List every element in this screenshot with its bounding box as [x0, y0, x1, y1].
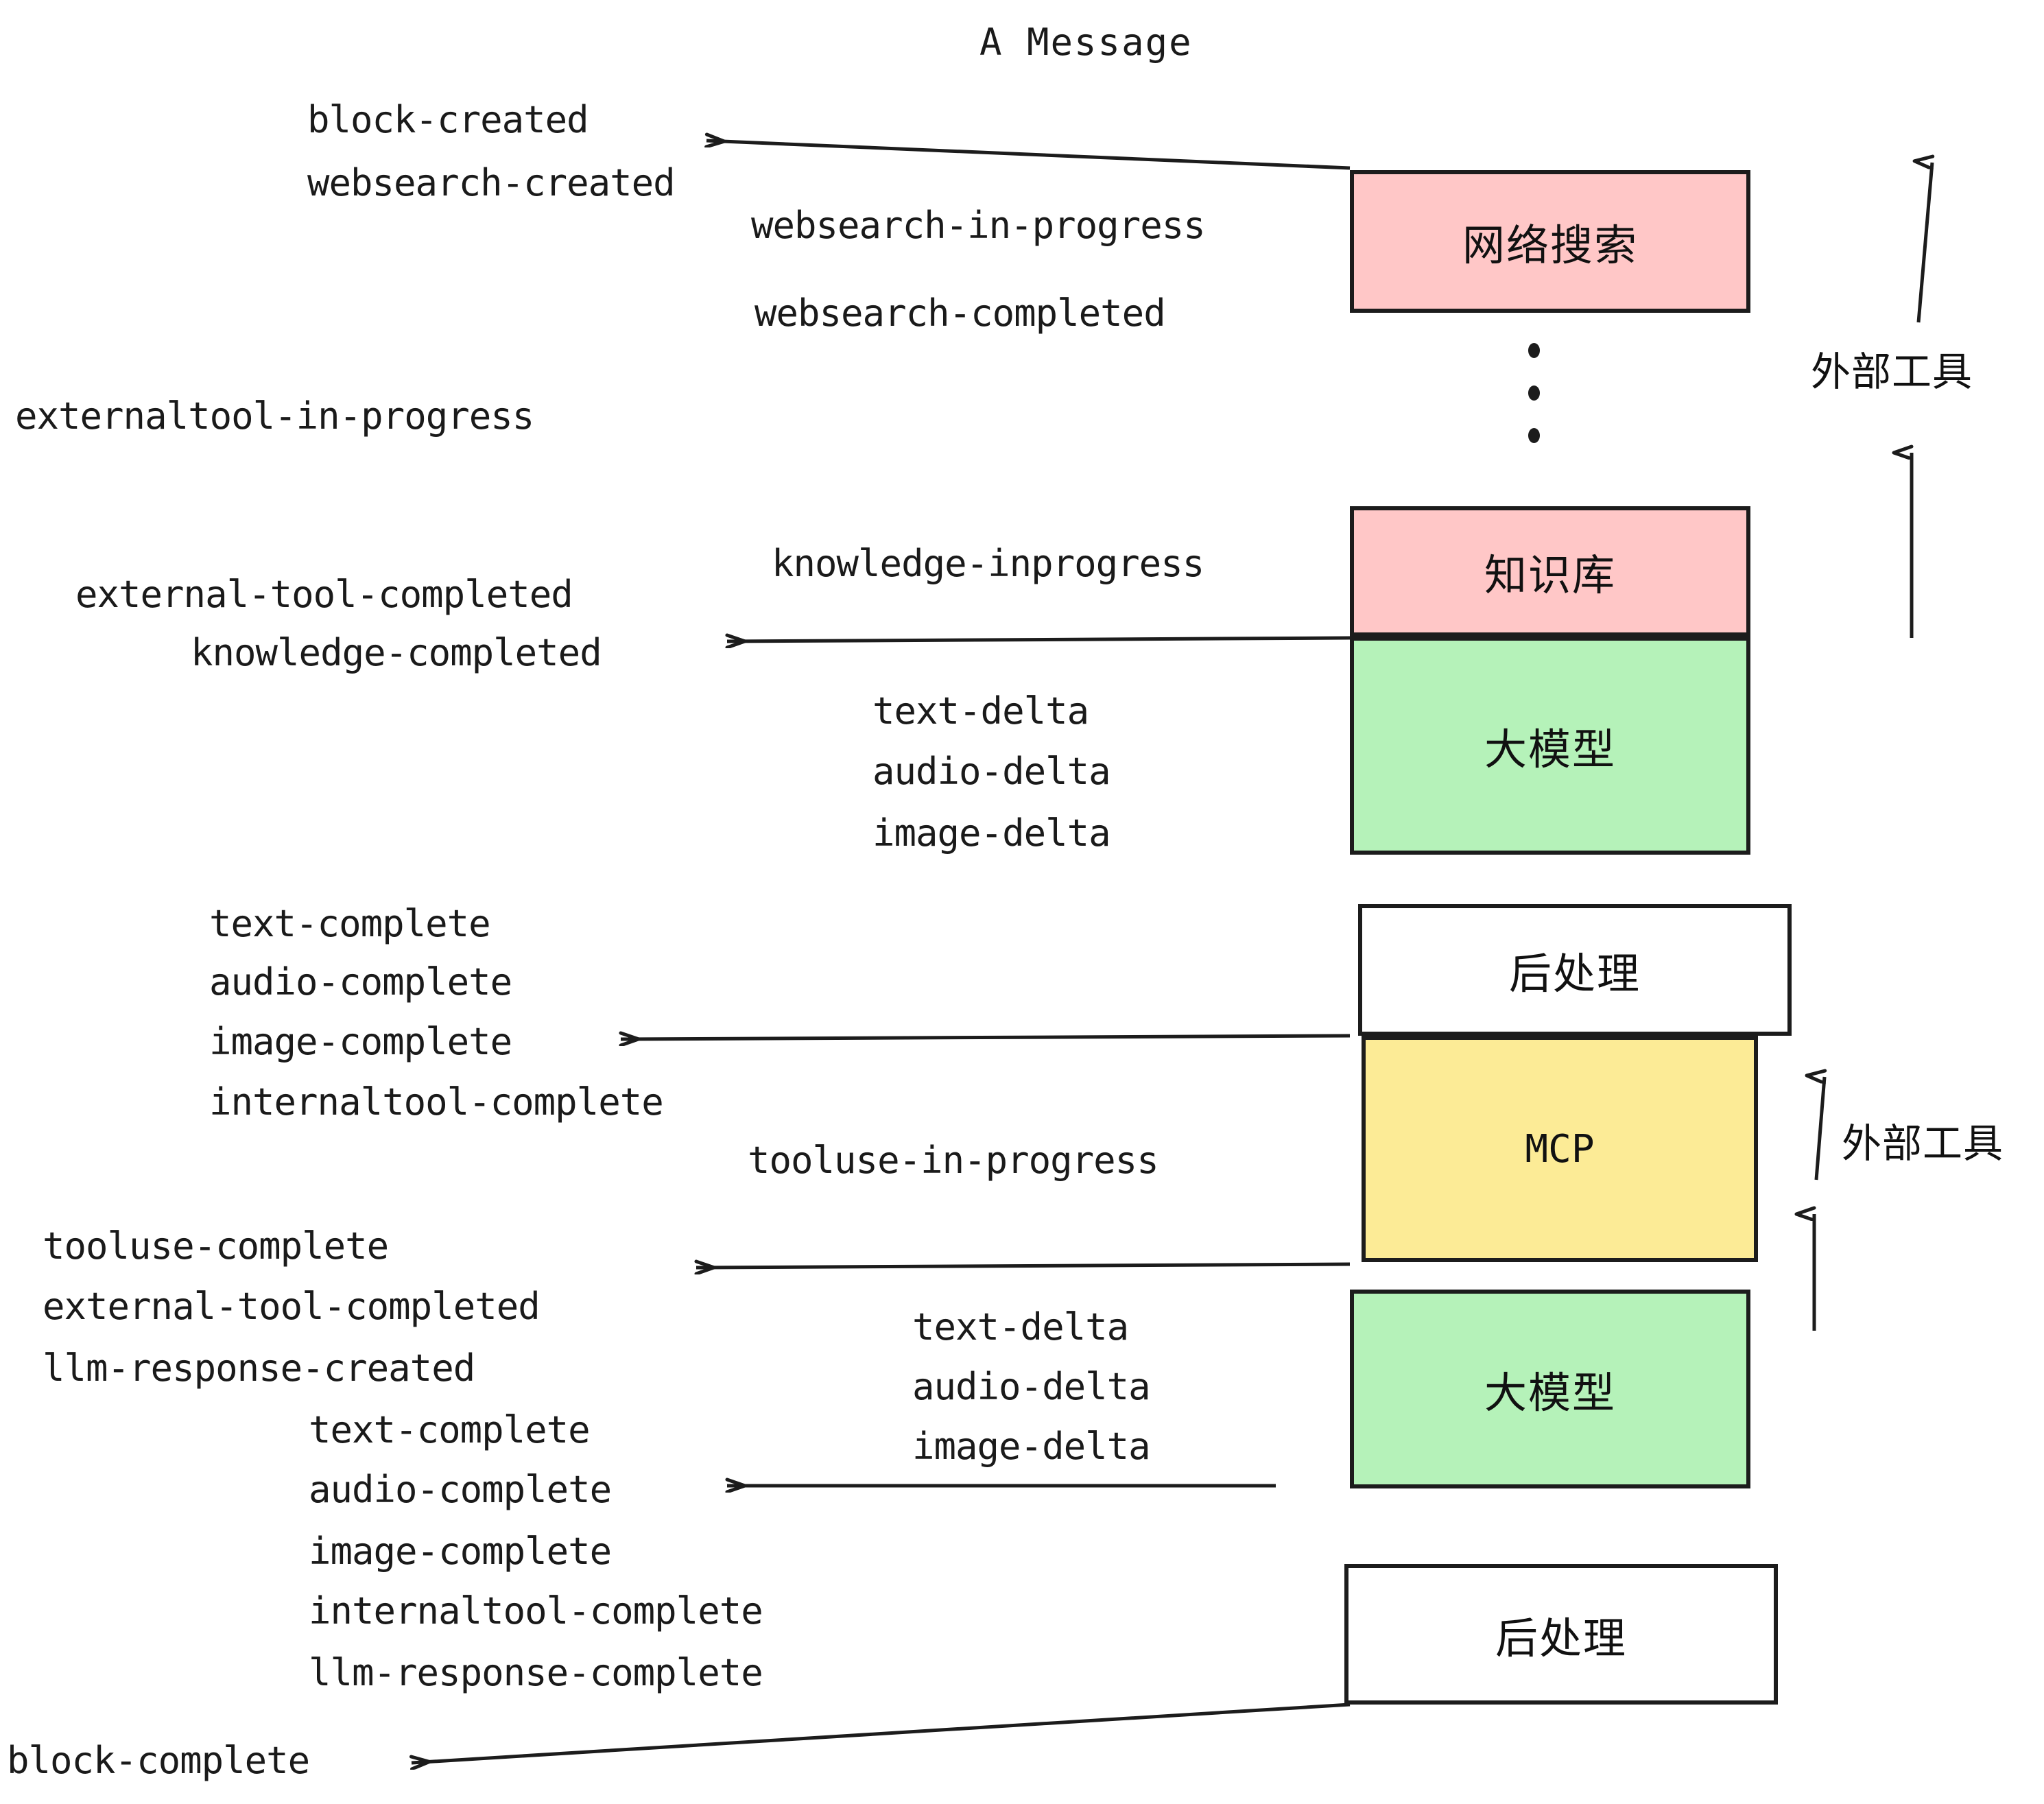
event-audio-delta-1: audio-delta: [872, 750, 1111, 793]
event-llm-response-created: llm-response-created: [43, 1346, 475, 1390]
event-image-complete-2: image-complete: [309, 1530, 612, 1573]
vertical-ellipsis: [1528, 343, 1540, 471]
event-knowledge-inprogress: knowledge-inprogress: [772, 542, 1204, 585]
diagram-title: A Message: [979, 21, 1193, 64]
arrow-postprocess1-to-imagecomplete: [621, 1036, 1351, 1039]
box-postprocess-1[interactable]: 后处理: [1358, 904, 1792, 1036]
arrow-mcp-to-tooluse-complete: [696, 1264, 1351, 1268]
arrow-knowledge-to-completed: [727, 638, 1351, 641]
event-audio-delta-2: audio-delta: [912, 1365, 1151, 1408]
bracket-external-tools-top: [1912, 163, 1932, 638]
bracket-label-external-tools-bottom: 外部工具: [1842, 1120, 2004, 1167]
event-audio-complete-1: audio-complete: [209, 960, 512, 1004]
box-mcp[interactable]: MCP: [1362, 1036, 1758, 1262]
event-internaltool-complete-2: internaltool-complete: [309, 1589, 763, 1633]
event-websearch-created: websearch-created: [307, 161, 676, 204]
event-websearch-in-progress: websearch-in-progress: [751, 204, 1206, 247]
event-text-delta-2: text-delta: [912, 1305, 1129, 1349]
event-internaltool-complete-1: internaltool-complete: [209, 1080, 664, 1124]
event-image-delta-2: image-delta: [912, 1425, 1151, 1468]
bracket-external-tools-bottom: [1814, 1077, 1825, 1331]
event-text-delta-1: text-delta: [872, 689, 1089, 733]
event-tooluse-complete: tooluse-complete: [43, 1224, 389, 1268]
box-postprocess-2[interactable]: 后处理: [1344, 1564, 1778, 1705]
box-knowledgebase[interactable]: 知识库: [1350, 506, 1750, 637]
box-llm-2[interactable]: 大模型: [1350, 1290, 1750, 1488]
arrow-websearch-to-created: [706, 141, 1351, 170]
event-tooluse-in-progress: tooluse-in-progress: [748, 1139, 1159, 1182]
box-websearch[interactable]: 网络搜索: [1350, 170, 1750, 313]
event-text-complete-1: text-complete: [209, 902, 491, 945]
event-llm-response-complete: llm-response-complete: [309, 1651, 763, 1694]
event-external-tool-completed-2: external-tool-completed: [43, 1285, 540, 1328]
event-websearch-completed: websearch-completed: [754, 292, 1166, 335]
event-block-complete: block-complete: [7, 1739, 310, 1782]
arrow-postprocess2-to-blockcomplete: [412, 1702, 1351, 1763]
box-llm-1[interactable]: 大模型: [1350, 637, 1750, 855]
event-block-created: block-created: [307, 98, 589, 141]
event-text-complete-2: text-complete: [309, 1408, 591, 1451]
event-externaltool-in-progress: externaltool-in-progress: [15, 394, 534, 438]
bracket-label-external-tools-top: 外部工具: [1811, 348, 1973, 395]
event-audio-complete-2: audio-complete: [309, 1468, 612, 1511]
event-external-tool-completed-1: external-tool-completed: [75, 573, 573, 616]
event-image-complete-1: image-complete: [209, 1020, 512, 1063]
event-knowledge-completed: knowledge-completed: [191, 631, 602, 674]
event-image-delta-1: image-delta: [872, 811, 1111, 855]
